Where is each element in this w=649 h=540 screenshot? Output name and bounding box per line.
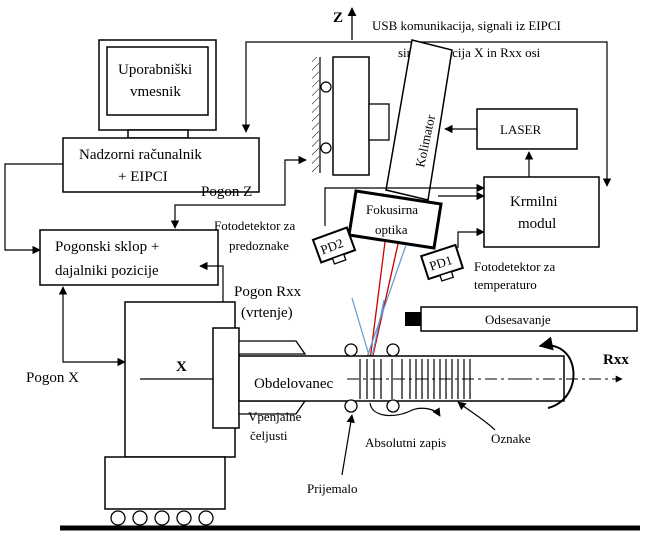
- drive-unit-label-line1: Pogonski sklop +: [55, 239, 159, 255]
- drive-rxx-label-line1: Pogon Rxx: [234, 284, 302, 300]
- suction-nozzle: [405, 312, 421, 326]
- usb-link-line: [241, 41, 612, 187]
- x-axis-label: X: [176, 359, 187, 375]
- laser-label: LASER: [500, 122, 542, 137]
- ui-label-line2: vmesnik: [130, 84, 181, 100]
- rxx-label: Rxx: [603, 352, 629, 368]
- pd-pre-label-line2: predoznake: [229, 238, 289, 253]
- chuck-jaws: [238, 340, 307, 415]
- pd-temp-label-line1: Fotodetektor za: [474, 259, 555, 274]
- receiver-pointer: [341, 414, 355, 476]
- chuck-label-line2: čeljusti: [250, 428, 288, 443]
- drive-x-line: [58, 286, 126, 367]
- laser-beams: [351, 241, 407, 363]
- drive-unit-label-line2: dajalniki pozicije: [55, 263, 159, 279]
- control-module-label-line2: modul: [518, 216, 556, 232]
- drive-x-label: Pogon X: [26, 370, 79, 386]
- ui-label-line1: Uporabniški: [118, 62, 192, 78]
- pc-label-line1: Nadzorni računalnik: [79, 147, 202, 163]
- pc-label-line2: + EIPCI: [118, 169, 168, 185]
- marks-pointer: [457, 401, 496, 431]
- drive-z-label: Pogon Z: [201, 184, 252, 200]
- suction-label: Odsesavanje: [485, 312, 551, 327]
- collimator: [385, 39, 453, 201]
- pd1-label: PD1: [427, 252, 454, 273]
- absolute-record-label: Absolutni zapis: [365, 435, 446, 450]
- absolute-record-bracket: [369, 402, 441, 417]
- focus-label-line2: optika: [375, 222, 408, 237]
- z-axis-label: Z: [333, 10, 343, 26]
- focusing-optics: [347, 189, 443, 250]
- control-module-box: [483, 176, 600, 248]
- chuck-label-line1: Vpenjalne: [248, 409, 302, 424]
- pd-temp-label-line2: temperaturo: [474, 277, 537, 292]
- pd2-to-control-line: [324, 183, 485, 226]
- base-wheels: [110, 510, 214, 526]
- pd2-label: PD2: [318, 235, 345, 257]
- usb-label-line1: USB komunikacija, signali iz EIPCI: [372, 18, 561, 33]
- machine-base: [104, 456, 226, 510]
- pd1-to-control-line: [457, 227, 485, 248]
- receiver-label: Prijemalo: [307, 481, 358, 496]
- z-column: [312, 56, 390, 176]
- pd2-photodetector: PD2: [311, 226, 357, 265]
- drive-unit-box: [39, 229, 219, 286]
- rotary-drive-block: [212, 327, 240, 429]
- pd-pre-label-line1: Fotodetektor za: [214, 218, 295, 233]
- marking-lines: [359, 359, 471, 399]
- pd1-photodetector: PD1: [419, 243, 465, 282]
- drive-rxx-label-line2: (vrtenje): [241, 305, 293, 321]
- workpiece-label: Obdelovanec: [254, 376, 333, 392]
- drive-z-line: [170, 155, 307, 229]
- suction-box: [420, 306, 638, 332]
- control-module-label-line1: Krmilni: [510, 194, 558, 210]
- focus-label-line1: Fokusirna: [366, 202, 418, 217]
- rotation-arrow: [538, 336, 575, 409]
- gripper-rollers: [344, 343, 400, 413]
- marks-label: Oznake: [491, 431, 531, 446]
- user-interface-monitor: [98, 39, 217, 139]
- pc-to-drive-line: [4, 163, 63, 255]
- laser-box: [476, 108, 578, 150]
